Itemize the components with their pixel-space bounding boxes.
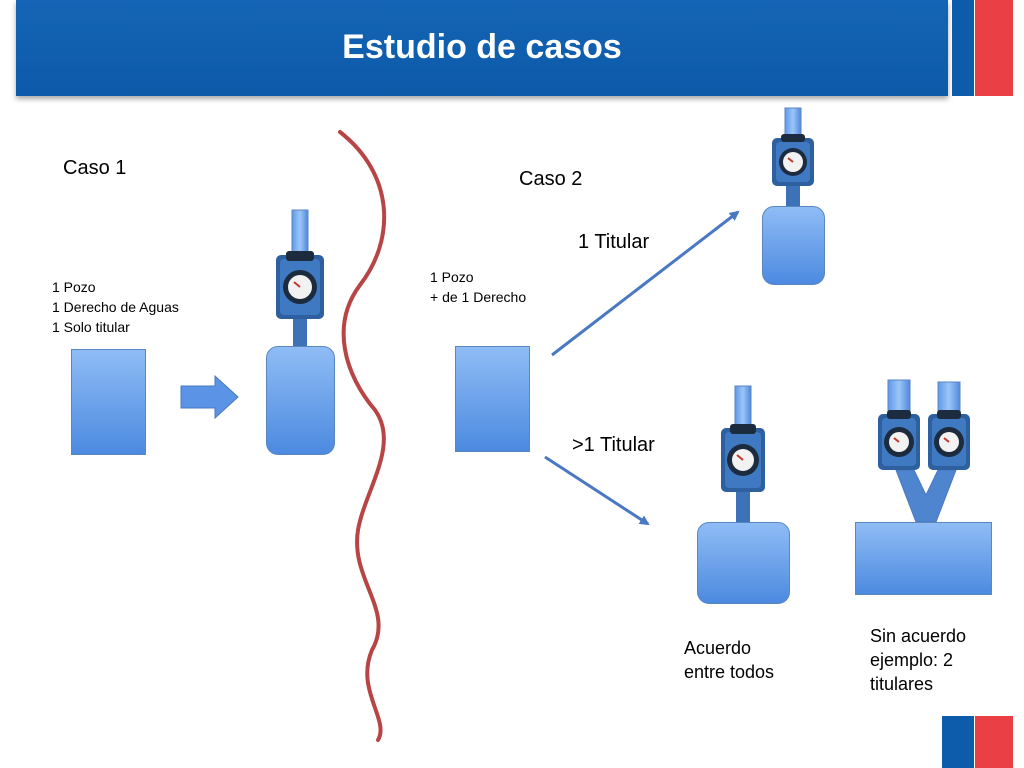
case1-line: 1 Derecho de Aguas (52, 299, 179, 315)
shared-well-box (855, 522, 992, 595)
page-title: Estudio de casos (342, 28, 622, 66)
bottom-flag-red (975, 716, 1013, 768)
block-arrow (180, 374, 239, 420)
agreement-line: entre todos (684, 662, 775, 682)
metered-well-box (266, 346, 335, 455)
case1-heading: Caso 1 (63, 157, 127, 179)
metered-well-box (697, 522, 790, 604)
well-box (71, 349, 146, 455)
pipe-bottom (786, 184, 800, 208)
well-box (455, 346, 530, 452)
pipe-bottom (293, 318, 307, 348)
agreement-label: Acuerdo entre todos (684, 636, 774, 684)
case2-heading: Caso 2 (519, 168, 583, 190)
water-meter-icon (721, 424, 765, 492)
pipe-top (734, 385, 752, 427)
case1-description: 1 Pozo 1 Derecho de Aguas 1 Solo titular (52, 277, 179, 337)
water-meter-icon (878, 410, 920, 470)
case1-line: 1 Solo titular (52, 319, 130, 335)
multi-owner-label: >1 Titular (572, 434, 655, 456)
divider-wave (338, 130, 387, 742)
arrow-single-owner (551, 210, 740, 357)
pipe-top (291, 209, 309, 259)
pipe-bottom (736, 492, 750, 524)
case1-line: 1 Pozo (52, 279, 96, 295)
pipe-top (887, 379, 911, 415)
arrow-multi-owner (544, 455, 650, 526)
no-agreement-line: titulares (870, 674, 934, 694)
single-owner-label: 1 Titular (578, 231, 650, 253)
y-connector (895, 469, 957, 523)
no-agreement-line: ejemplo: 2 (870, 650, 954, 670)
agreement-line: Acuerdo (684, 638, 752, 658)
case2-line: 1 Pozo (430, 269, 474, 285)
metered-well-box (762, 206, 825, 285)
case2-line: + de 1 Derecho (430, 289, 527, 305)
case2-description: 1 Pozo + de 1 Derecho (430, 267, 526, 307)
top-flag-red (975, 0, 1013, 96)
no-agreement-label: Sin acuerdo ejemplo: 2 titulares (870, 624, 966, 696)
no-agreement-line: Sin acuerdo (870, 626, 967, 646)
water-meter-icon (276, 251, 324, 319)
water-meter-icon (928, 410, 970, 470)
header-bar (16, 0, 948, 96)
bottom-flag-blue (942, 716, 974, 768)
pipe-top (937, 381, 961, 415)
top-flag-blue (952, 0, 974, 96)
water-meter-icon (772, 134, 814, 186)
